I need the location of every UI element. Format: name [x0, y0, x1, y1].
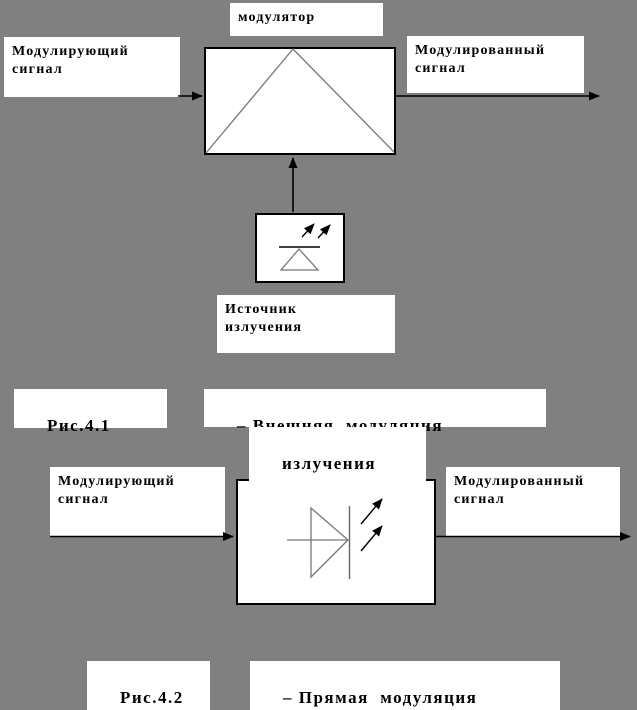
fig1-modulated-signal-line1: Модулированный — [415, 43, 546, 58]
radiation-source-line1: Источник — [225, 302, 298, 317]
fig-4-1-caption-cont-box: излучения — [249, 427, 426, 483]
fig-4-1-caption-cont: излучения — [282, 454, 377, 473]
fig-4-2-ref-box: Рис.4.2 — [87, 661, 210, 710]
fig1-modulating-signal-line1: Модулирующий — [12, 44, 129, 59]
fig-4-1-ref: Рис.4.1 — [47, 416, 111, 435]
fig2-modulating-signal-label-box: Модулирующий сигнал — [50, 467, 225, 537]
fig2-modulated-signal-label-box: Модулированный сигнал — [446, 467, 620, 537]
radiation-source-line2: излучения — [225, 320, 303, 335]
fig-4-1-caption-box: – Внешняя модуляция — [204, 389, 546, 435]
fig2-modulated-signal-line2: сигнал — [454, 492, 505, 507]
fig2-modulating-signal-line2: сигнал — [58, 492, 109, 507]
modulator-label-box: модулятор — [230, 3, 383, 36]
modulator-block — [204, 47, 396, 155]
fig1-modulating-signal-line2: сигнал — [12, 62, 63, 77]
fig-4-2-ref: Рис.4.2 — [120, 688, 184, 707]
fig-4-2-caption-box: – Прямая модуляция — [250, 661, 560, 710]
fig1-modulated-signal-label-box: Модулированный сигнал — [407, 36, 584, 93]
direct-modulation-block — [236, 479, 436, 605]
fig-4-1-ref-box: Рис.4.1 — [14, 389, 167, 435]
radiation-source-label-box: Источник излучения — [217, 295, 395, 353]
fig-4-2-caption: – Прямая модуляция — [283, 688, 478, 707]
fig2-modulated-signal-line1: Модулированный — [454, 474, 585, 489]
radiation-source-block — [255, 213, 345, 283]
fig2-modulating-signal-line1: Модулирующий — [58, 474, 175, 489]
fig1-modulating-signal-label-box: Модулирующий сигнал — [4, 37, 180, 97]
modulator-label: модулятор — [238, 10, 316, 25]
fig1-modulated-signal-line2: сигнал — [415, 61, 466, 76]
